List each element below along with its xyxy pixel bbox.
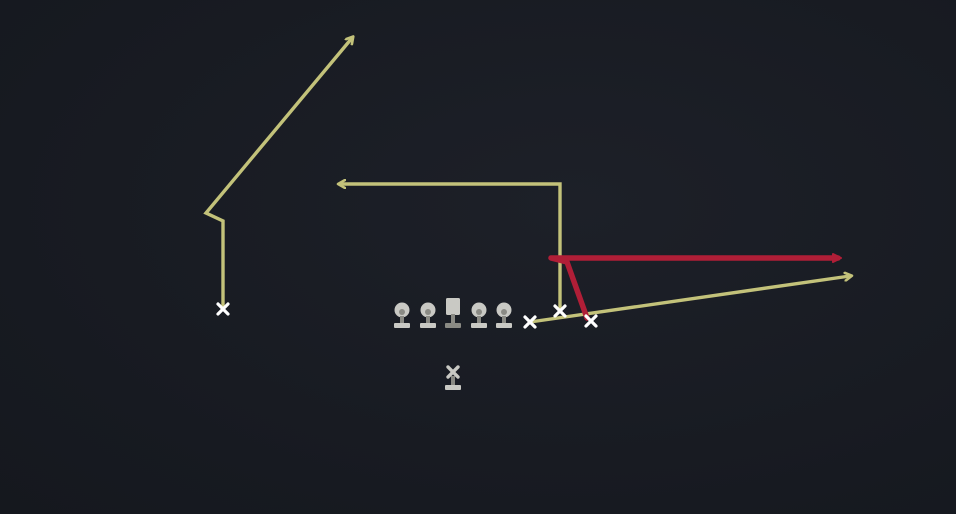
lineman-c (445, 298, 461, 328)
lineman-lg (420, 302, 436, 328)
lineman-rg (471, 302, 487, 328)
lineman-lt (394, 302, 410, 328)
receiver-wr-left-marker (216, 302, 230, 316)
player-qb (445, 365, 461, 390)
route-slot (340, 184, 562, 313)
players-layer (216, 298, 598, 390)
route-wr-left (203, 38, 352, 311)
receiver-te-marker (523, 315, 537, 329)
route-wr-right (548, 253, 842, 321)
lineman-rt (496, 302, 512, 328)
receiver-wr-right-marker (584, 314, 598, 328)
routes-layer (203, 38, 850, 324)
receiver-slot-marker (553, 304, 567, 318)
